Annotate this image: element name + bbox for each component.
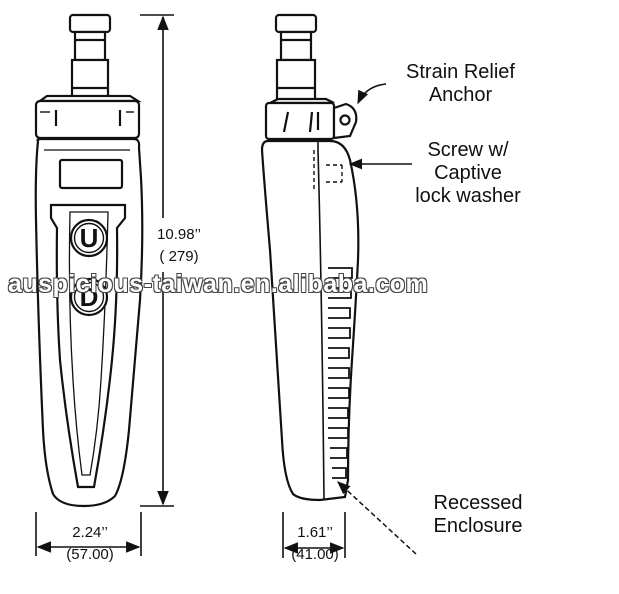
side-width-imperial: 1.61’’ — [297, 524, 333, 541]
screw-callout: Screw w/ Captive lock washer — [398, 139, 538, 208]
side-cable-gland — [264, 13, 336, 141]
height-dimension: 10.98’’ ( 279) — [141, 226, 217, 266]
side-width-metric: (41.00) — [291, 546, 339, 563]
side-width-dimension: 1.61’’ (41.00) — [283, 524, 347, 564]
side-body — [260, 139, 360, 502]
recessed-line-2: Enclosure — [433, 515, 523, 537]
screw-hidden-lines — [313, 150, 343, 192]
strain-relief-line-2: Anchor — [428, 84, 493, 106]
down-button-label: D — [80, 282, 99, 312]
height-imperial: 10.98’’ — [157, 226, 201, 243]
screw-line-2: Captive — [434, 162, 502, 184]
front-width-metric: (57.00) — [66, 546, 114, 563]
leader-lines — [337, 83, 417, 555]
side-width-dimension-line — [282, 512, 346, 558]
recessed-leader — [337, 481, 417, 555]
down-button — [69, 277, 109, 317]
screw-line-1: Screw w/ — [427, 139, 509, 161]
strain-relief-leader — [357, 83, 387, 105]
recessed-ribs — [328, 267, 353, 479]
front-width-dimension: 2.24’’ (57.00) — [50, 524, 130, 564]
strain-relief-line-1: Strain Relief — [406, 61, 515, 83]
recessed-callout: Recessed Enclosure — [418, 492, 538, 538]
front-width-dimension-line — [35, 512, 142, 556]
watermark: auspicious-taiwan.en.alibaba.com — [8, 270, 429, 298]
side-view — [260, 13, 360, 502]
up-button — [69, 218, 109, 258]
display-window — [58, 158, 124, 190]
strain-relief-callout: Strain Relief Anchor — [388, 61, 533, 107]
front-cable-gland — [34, 13, 142, 140]
front-width-imperial: 2.24’’ — [72, 524, 108, 541]
height-metric: ( 279) — [159, 248, 199, 265]
screw-line-3: lock washer — [415, 185, 521, 207]
front-view — [34, 13, 144, 508]
recessed-line-1: Recessed — [433, 492, 523, 514]
up-button-label: U — [80, 223, 99, 253]
height-dimension-line — [140, 14, 174, 507]
